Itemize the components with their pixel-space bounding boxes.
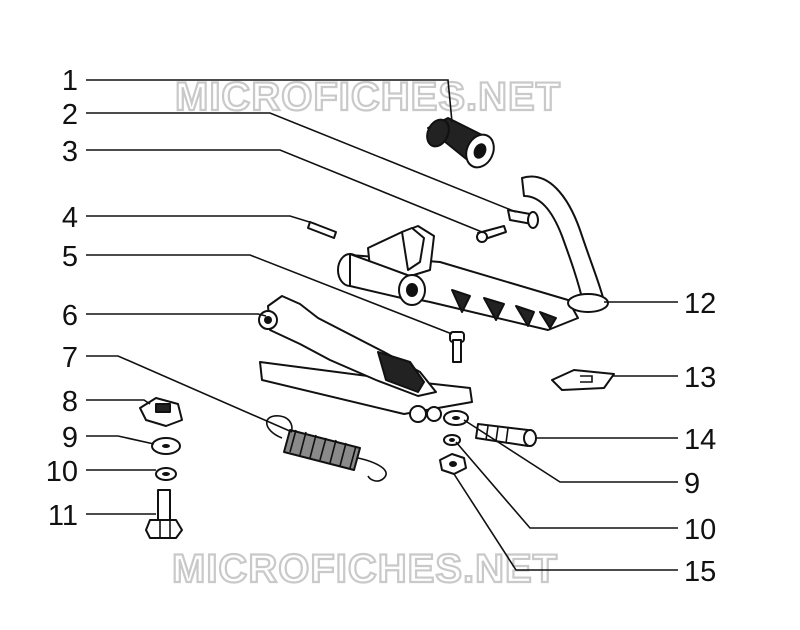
part-spring-washer-left: [155, 467, 177, 481]
leader-10b: [455, 441, 678, 529]
callout-numbers: 1 2 3 4 5 6 7 8 9 10 11 12 13 14 9 10 15: [46, 65, 717, 588]
callout-13: 13: [684, 362, 716, 394]
part-split-pin: [476, 225, 507, 243]
part-nut: [439, 453, 467, 475]
part-small-pin: [307, 221, 337, 239]
callout-4: 4: [62, 202, 78, 234]
leader-6: [86, 313, 267, 317]
part-rubber-pad: [551, 369, 615, 391]
callout-9-right: 9: [684, 468, 700, 500]
leader-9a: [86, 435, 155, 445]
callout-11: 11: [48, 500, 78, 532]
part-spring: [265, 415, 387, 482]
part-threaded-pin: [475, 423, 537, 447]
leader-3: [86, 149, 483, 233]
part-washer-right: [443, 410, 469, 426]
part-bolt: [449, 331, 465, 363]
callout-10-right: 10: [684, 514, 716, 546]
leader-lines: [86, 79, 678, 571]
callout-2: 2: [62, 99, 78, 131]
callout-3: 3: [62, 136, 78, 168]
leader-7: [86, 355, 293, 433]
part-pin: [507, 209, 539, 229]
callout-5: 5: [62, 241, 78, 273]
part-rubber-sleeve: [426, 117, 495, 169]
part-kick-lever: [337, 175, 609, 331]
callout-9-left: 9: [62, 422, 78, 454]
leader-2: [86, 112, 517, 213]
callout-6: 6: [62, 300, 78, 332]
part-stand-bracket: [258, 295, 473, 423]
callout-10-left: 10: [46, 456, 78, 488]
callout-14: 14: [684, 424, 716, 456]
watermark-bottom: MICROFICHES.NET: [172, 547, 558, 591]
part-washer-left: [151, 437, 181, 455]
callout-12: 12: [684, 288, 716, 320]
part-hex-bolt: [145, 489, 183, 539]
leader-5: [86, 254, 453, 335]
leader-8: [86, 399, 151, 405]
callout-7: 7: [62, 342, 78, 374]
leader-1: [86, 79, 453, 123]
watermark-top: MICROFICHES.NET: [175, 75, 561, 119]
leader-9b: [463, 419, 678, 483]
leader-4: [86, 215, 317, 225]
callout-8: 8: [62, 386, 78, 418]
callout-1: 1: [62, 65, 78, 97]
callout-15: 15: [684, 556, 716, 588]
leader-15: [453, 473, 678, 571]
part-clip-nut: [139, 397, 183, 427]
